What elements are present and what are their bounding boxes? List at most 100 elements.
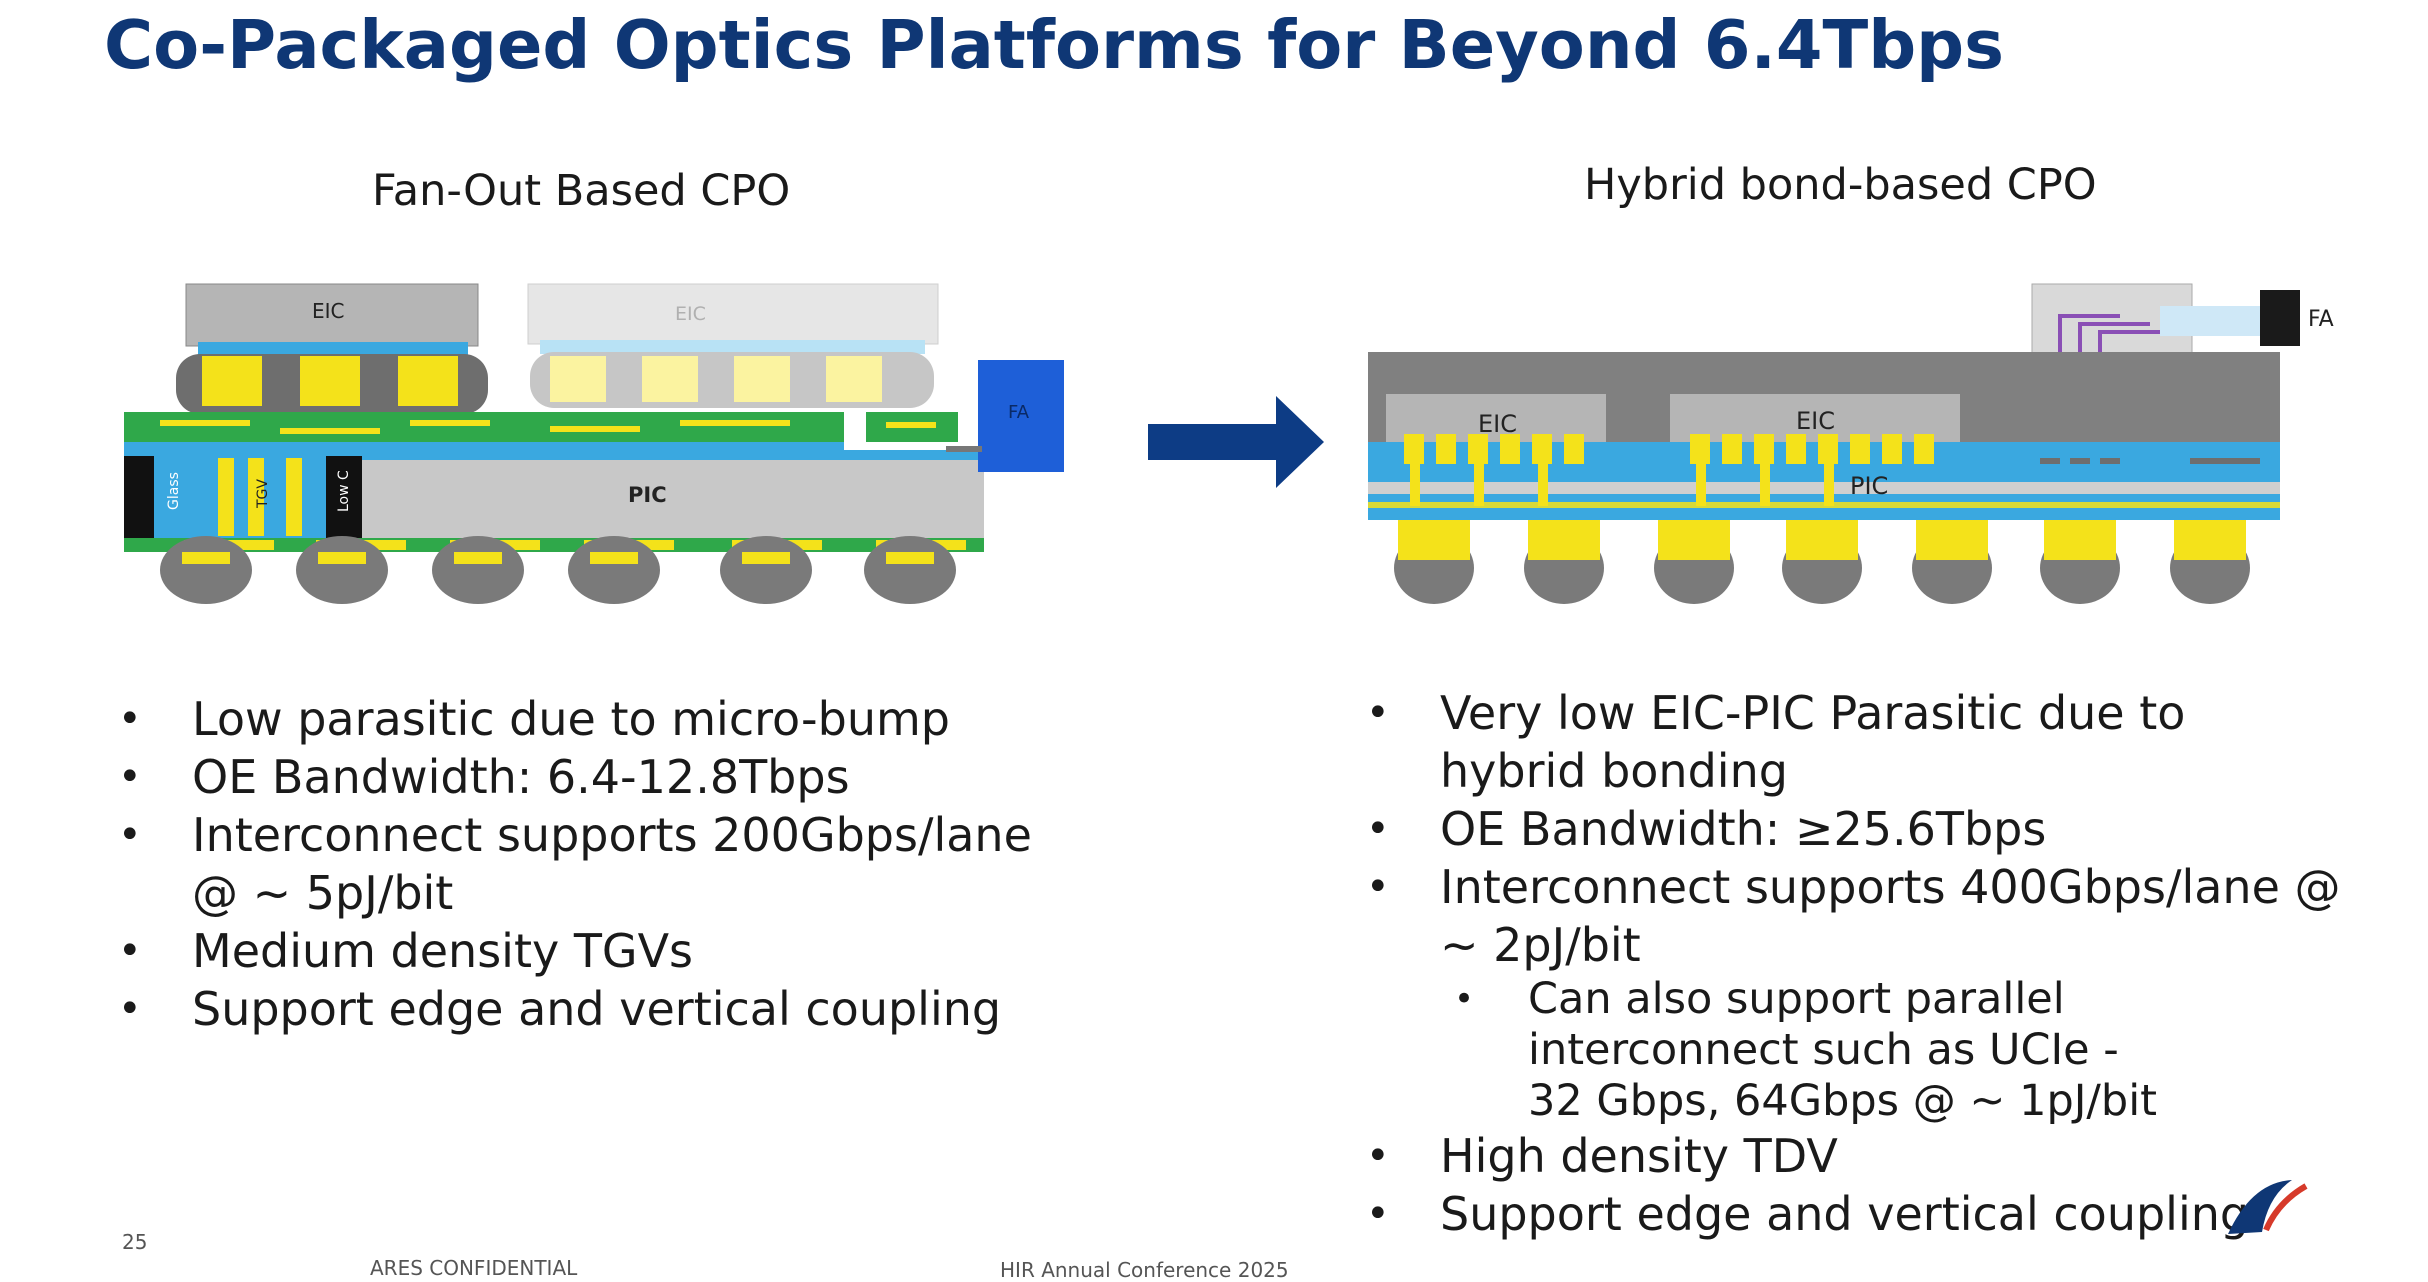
ball-cap	[742, 552, 790, 564]
ball-cap	[1916, 520, 1988, 560]
micro-bump	[398, 356, 458, 406]
ball-cap	[1786, 520, 1858, 560]
eic-die	[185, 283, 479, 347]
top-rdl-layer	[124, 412, 844, 442]
hybrid-bond-pad	[1436, 434, 1456, 464]
ghost-bump	[550, 356, 606, 402]
tdv-via	[1824, 464, 1834, 506]
glass-label: Glass	[166, 472, 182, 510]
fiber-array	[978, 360, 1064, 472]
fa-coupler	[946, 446, 982, 452]
hybrid-bond-pad	[1722, 434, 1742, 464]
ball-cap	[1658, 520, 1730, 560]
eic-die-2	[1670, 394, 1960, 442]
tdv-via	[1696, 464, 1706, 506]
hybrid-bond-pad	[1882, 434, 1902, 464]
conference-name: HIR Annual Conference 2025	[1000, 1258, 1289, 1282]
bullet-item: Very low EIC-PIC Parasitic due to hybrid…	[1366, 684, 2340, 800]
bullet-item: Support edge and vertical coupling	[118, 980, 1158, 1038]
hybrid-bond-pad	[1532, 434, 1552, 464]
ghost-bump	[642, 356, 698, 402]
solder-ball	[568, 536, 660, 604]
eic-label: EIC	[312, 299, 345, 323]
fiber-route	[2058, 314, 2120, 352]
ball-cap	[1528, 520, 1600, 560]
ball-cap	[590, 552, 638, 564]
right-arrow-icon	[1148, 396, 1324, 488]
grating-coupler	[2100, 458, 2120, 464]
eic-bond-layer	[198, 342, 468, 356]
ghost-bump	[734, 356, 790, 402]
sub-bullet-item: Can also support parallel interconnect s…	[1366, 974, 2168, 1127]
fa-label: FA	[1008, 402, 1030, 423]
bullet-item: OE Bandwidth: ≥25.6Tbps	[1366, 800, 2396, 858]
low-c-label: Low C	[336, 470, 352, 512]
hybrid-bond-cpo-diagram: FA EIC EIC PIC	[1368, 283, 2334, 604]
bottom-rdl-trace	[1368, 502, 2280, 512]
ball-cap	[1398, 520, 1470, 560]
bullet-item: Low parasitic due to micro-bump	[118, 690, 1158, 748]
slide-title: Co-Packaged Optics Platforms for Beyond …	[104, 6, 2005, 84]
hybrid-bond-pad	[1818, 434, 1838, 464]
fiber-route	[2098, 330, 2180, 352]
hybrid-bond-pad	[1786, 434, 1806, 464]
ball-cap	[318, 552, 366, 564]
page-number: 25	[122, 1230, 148, 1254]
tdv-via	[1410, 464, 1420, 506]
hybrid-bond-pad	[1564, 434, 1584, 464]
rdl-trace	[886, 422, 936, 428]
confidential-notice: ARES CONFIDENTIAL	[370, 1256, 578, 1280]
left-heading: Fan-Out Based CPO	[372, 166, 791, 216]
fiber-route	[2078, 322, 2150, 352]
pic-label: PIC	[1850, 472, 1888, 500]
micro-bump	[300, 356, 360, 406]
tdv-via	[1474, 464, 1484, 506]
tgv-label: TGV	[255, 479, 271, 509]
tgv-via	[218, 458, 234, 536]
bullet-item: Medium density TGVs	[118, 922, 1158, 980]
tgv-via	[286, 458, 302, 536]
right-bullet-list: Very low EIC-PIC Parasitic due to hybrid…	[1366, 684, 2396, 1243]
bottom-dielectric	[1368, 508, 2280, 520]
left-bullet-list: Low parasitic due to micro-bump OE Bandw…	[118, 690, 1158, 1038]
rdl-trace	[550, 426, 640, 432]
grating-coupler	[2040, 458, 2060, 464]
hybrid-bond-pad	[1404, 434, 1424, 464]
solder-ball	[432, 536, 524, 604]
pic-die	[362, 460, 984, 538]
rdl-trace	[280, 428, 380, 434]
bullet-item: Support edge and vertical coupling	[1366, 1185, 2396, 1243]
pic-label: PIC	[628, 483, 667, 507]
hybrid-bond-pad	[1850, 434, 1870, 464]
bullet-item: Interconnect supports 200Gbps/lane @ ~ 5…	[118, 806, 1072, 922]
tgv-via	[248, 458, 264, 536]
ghost-eic-die	[527, 283, 939, 345]
micro-bump	[202, 356, 262, 406]
company-logo-icon	[2228, 1180, 2308, 1234]
eic-1-label: EIC	[1478, 410, 1517, 438]
low-c-block	[326, 456, 362, 538]
tdv-via	[1760, 464, 1770, 506]
ball-cap	[886, 552, 934, 564]
right-heading: Hybrid bond-based CPO	[1584, 160, 2097, 210]
hybrid-bond-pad	[1754, 434, 1774, 464]
hybrid-bond-pad	[1914, 434, 1934, 464]
fan-out-cpo-diagram: EIC EIC Glass TGV Low C PIC FA	[124, 283, 1064, 604]
rdl-trace	[680, 420, 790, 426]
solder-ball	[720, 536, 812, 604]
ghost-eic-label: EIC	[675, 303, 706, 325]
hybrid-bond-pad	[1690, 434, 1710, 464]
bullet-item: High density TDV	[1366, 1127, 2396, 1185]
rdl-trace	[160, 420, 250, 426]
solder-ball	[296, 536, 388, 604]
grating-coupler	[2070, 458, 2090, 464]
rdl-trace	[410, 420, 490, 426]
glass-edge	[124, 456, 154, 538]
waveguide-layer	[124, 450, 984, 460]
solder-ball	[160, 536, 252, 604]
top-cladding-layer	[124, 442, 844, 452]
solder-ball	[864, 536, 956, 604]
ghost-bump	[826, 356, 882, 402]
ball-cap	[454, 552, 502, 564]
ball-cap	[182, 552, 230, 564]
